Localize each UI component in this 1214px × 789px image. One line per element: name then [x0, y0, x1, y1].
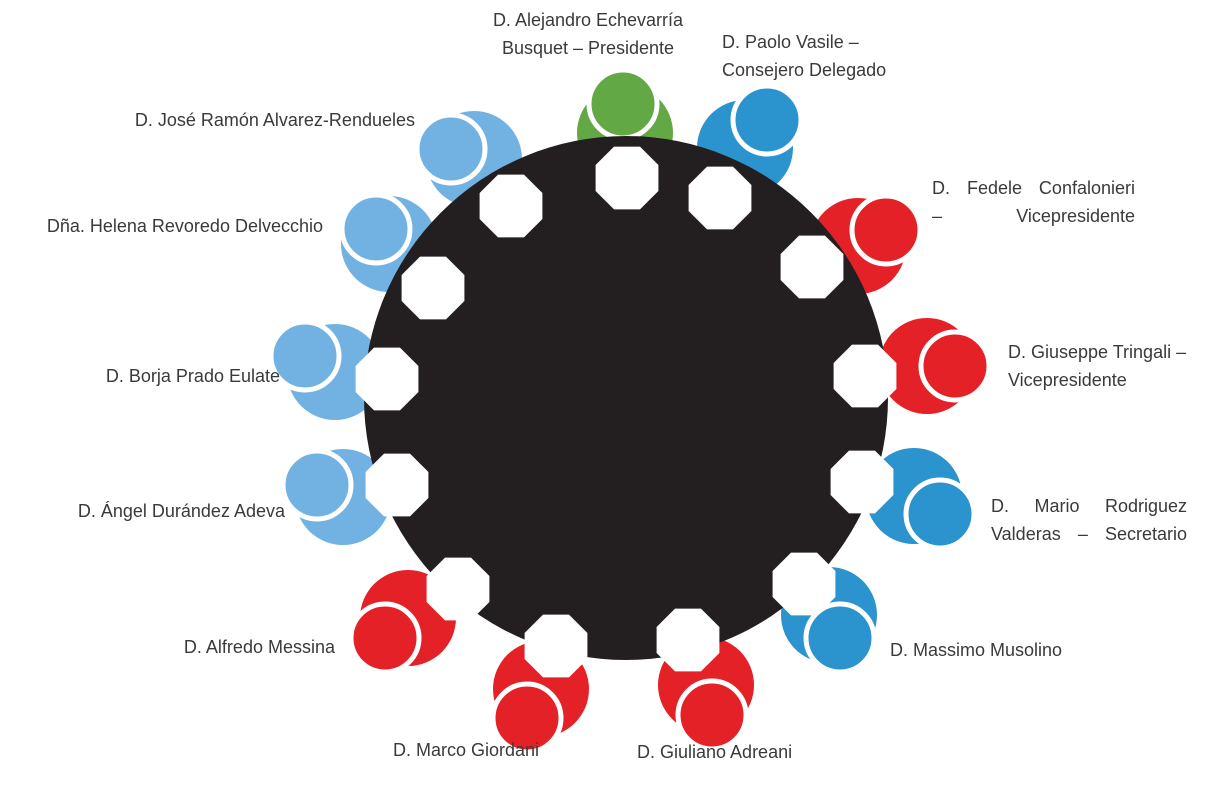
member-label-revoredo: Dña. Helena Revoredo Delvecchio — [0, 212, 323, 240]
chair-durandez — [365, 453, 429, 517]
member-head-revoredo — [339, 192, 413, 266]
meeting-table — [364, 136, 888, 660]
member-label-durandez: D. Ángel Durández Adeva — [20, 497, 285, 525]
member-label-line: D. Marco Giordani — [393, 740, 540, 760]
member-label-musolino: D. Massimo Musolino — [890, 636, 1100, 664]
member-label-alvarez: D. José Ramón Alvarez-Rendueles — [60, 106, 415, 134]
member-head-tringali — [918, 329, 992, 403]
member-label-line: – Vicepresidente — [932, 206, 1135, 226]
member-head-confalonieri — [849, 193, 923, 267]
chair-prado — [355, 347, 419, 411]
member-label-line: Consejero Delegado — [722, 60, 887, 80]
member-head-durandez — [280, 448, 354, 522]
chair-rodriguez — [830, 450, 894, 514]
member-label-line: D. Alejandro Echevarría — [492, 10, 684, 30]
member-label-line: Vicepresidente — [1008, 370, 1127, 390]
chair-echevarria — [595, 146, 659, 210]
member-label-line: D. Paolo Vasile – — [722, 32, 859, 52]
chair-vasile — [688, 166, 752, 230]
member-label-line: D. Borja Prado Eulate — [105, 366, 280, 386]
member-label-line: D. Massimo Musolino — [890, 640, 1063, 660]
chair-confalonieri — [780, 235, 844, 299]
member-label-giordani: D. Marco Giordani — [393, 736, 563, 764]
member-label-line: D. Mario Rodriguez — [991, 496, 1187, 516]
member-label-prado: D. Borja Prado Eulate — [40, 362, 280, 390]
member-label-line: D. Ángel Durández Adeva — [77, 501, 285, 521]
member-label-line: Dña. Helena Revoredo Delvecchio — [46, 216, 323, 236]
member-head-prado — [268, 319, 342, 393]
member-label-line: D. Giuliano Adreani — [637, 742, 793, 762]
member-label-line: D. José Ramón Alvarez-Rendueles — [134, 110, 415, 130]
member-head-musolino — [803, 601, 877, 675]
chairs-layer — [355, 146, 897, 678]
member-label-line: D. Fedele Confalonieri — [932, 178, 1135, 198]
member-label-vasile: D. Paolo Vasile – Consejero Delegado — [722, 28, 922, 84]
chair-adreani — [656, 608, 720, 672]
chair-giordani — [524, 614, 588, 678]
chair-revoredo — [401, 256, 465, 320]
chair-alvarez — [479, 174, 543, 238]
chair-tringali — [833, 344, 897, 408]
member-label-line: D. Giuseppe Tringali – — [1008, 342, 1187, 362]
member-label-messina: D. Alfredo Messina — [150, 633, 335, 661]
member-head-giordani — [490, 681, 564, 755]
member-label-confalonieri: D. Fedele Confalonieri – Vicepresidente — [932, 174, 1135, 230]
member-head-vasile — [730, 83, 804, 157]
member-head-adreani — [675, 678, 749, 752]
chair-musolino — [772, 552, 836, 616]
chair-messina — [426, 557, 490, 621]
board-members-layer — [268, 67, 992, 755]
member-label-tringali: D. Giuseppe Tringali – Vicepresidente — [1008, 338, 1208, 394]
member-head-rodriguez — [903, 477, 977, 551]
member-label-line: Busquet – Presidente — [501, 38, 675, 58]
member-head-messina — [348, 601, 422, 675]
member-label-line: Valderas – Secretario — [991, 524, 1187, 544]
member-label-adreani: D. Giuliano Adreani — [637, 738, 817, 766]
member-head-echevarria — [586, 67, 660, 141]
member-label-line: D. Alfredo Messina — [183, 637, 335, 657]
member-head-alvarez — [414, 112, 488, 186]
